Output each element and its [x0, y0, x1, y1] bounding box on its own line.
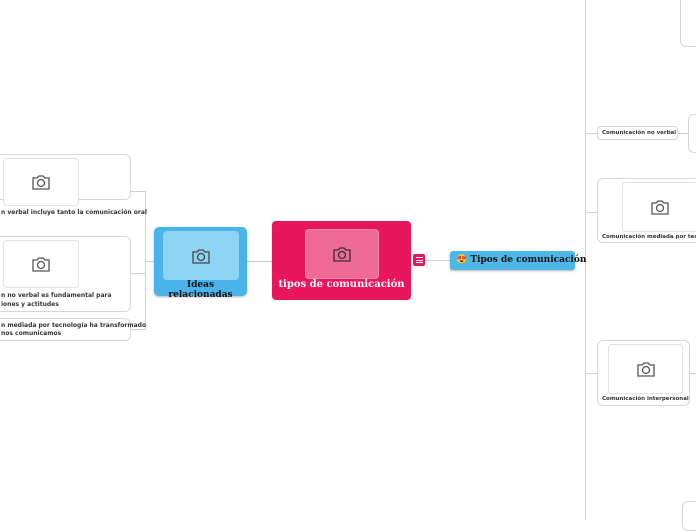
left-node-2[interactable]: n no verbal es fundamental para iones y …	[0, 236, 131, 312]
camera-icon	[32, 175, 50, 190]
central-topic[interactable]: tipos de comunicación	[272, 221, 411, 300]
connector	[585, 0, 586, 520]
node-label: Ideas relacionadas	[168, 280, 233, 300]
node-text: n verbal incluye tanto la comunicación o…	[1, 209, 147, 216]
right-node-no-verbal[interactable]: Comunicación no verbal	[597, 126, 678, 140]
connector	[585, 212, 597, 213]
heart-eyes-emoji-icon: 😍	[456, 255, 468, 265]
camera-icon	[192, 248, 210, 264]
node-text: iones y actitudes	[1, 301, 59, 308]
node-text: n no verbal es fundamental para	[1, 292, 112, 299]
node-text: nos comunicamos	[1, 330, 62, 337]
left-node-1[interactable]: n verbal incluye tanto la comunicación o…	[0, 154, 147, 216]
node-text: Comunicación no verbal	[602, 130, 677, 136]
tipos-node[interactable]: 😍 Tipos de comunicación	[450, 251, 586, 270]
camera-icon	[32, 257, 50, 272]
image-placeholder	[622, 182, 696, 232]
connector	[425, 260, 450, 261]
ideas-relacionadas-node[interactable]: Ideas relacionadas	[154, 227, 247, 300]
connector	[585, 133, 597, 134]
image-placeholder	[3, 240, 79, 288]
connector	[145, 191, 146, 330]
image-placeholder	[608, 344, 683, 394]
node-label: Tipos de comunicación	[470, 255, 587, 265]
connector	[575, 260, 585, 261]
image-placeholder	[305, 229, 379, 279]
connector	[690, 373, 696, 374]
connector	[131, 329, 145, 330]
node-text: Comunicación interpersonal	[602, 396, 689, 402]
right-node-interpersonal[interactable]: Comunicación interpersonal	[597, 340, 690, 406]
left-node-3[interactable]: n mediada por tecnología ha transformado…	[0, 318, 146, 341]
right-node-mediada[interactable]: Comunicación mediada por tecn	[597, 178, 696, 243]
image-placeholder	[3, 158, 79, 206]
menu-icon[interactable]	[413, 254, 425, 266]
bottom-right-node[interactable]	[682, 501, 696, 531]
image-placeholder	[163, 231, 239, 280]
child-node[interactable]	[688, 114, 696, 153]
connector	[131, 273, 145, 274]
central-label: tipos de comunicación	[278, 279, 405, 290]
camera-icon	[636, 362, 655, 377]
camera-icon	[651, 200, 669, 215]
connector	[585, 373, 597, 374]
node-text: n mediada por tecnología ha transformado	[1, 322, 147, 329]
top-right-node[interactable]	[680, 0, 696, 47]
connector	[131, 191, 145, 192]
camera-icon	[333, 247, 351, 262]
connector	[145, 261, 155, 262]
connector	[247, 261, 272, 262]
connector	[678, 133, 688, 134]
node-text: Comunicación mediada por tecn	[602, 234, 696, 240]
